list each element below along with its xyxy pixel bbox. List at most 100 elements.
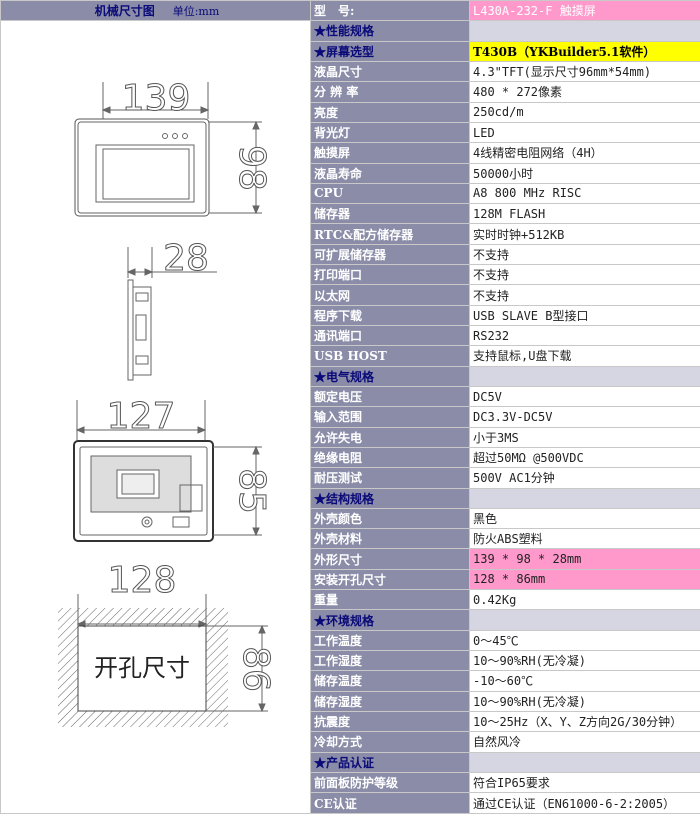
section-value	[469, 365, 700, 387]
spec-row: 冷却方式自然风冷	[1, 731, 700, 753]
mechanical-drawing: 139 98 28 127 85 128 86 开孔尺寸	[58, 78, 277, 727]
spec-value: A8 800 MHz RISC	[469, 182, 700, 205]
spec-label: 工作湿度	[310, 649, 470, 672]
section-row: ★环境规格	[1, 609, 700, 631]
spec-value: 超过50MΩ @500VDC	[469, 446, 700, 469]
spec-value: 128M FLASH	[469, 203, 700, 225]
drawing-title: 机械尺寸图	[94, 4, 155, 19]
spec-value: -10～60℃	[469, 670, 700, 692]
spec-value: 50000小时	[469, 162, 700, 184]
spec-label: 工作温度	[310, 629, 470, 652]
spec-row: 前面板防护等级符合IP65要求	[1, 771, 700, 794]
spec-label: 亮度	[310, 101, 470, 123]
front-view	[74, 82, 262, 217]
spec-value: LED	[469, 121, 700, 144]
cutout-width-dim: 128	[108, 560, 177, 601]
spec-label: 分 辨 率	[310, 81, 470, 103]
spec-value: 不支持	[469, 264, 700, 286]
spec-value: 139 * 98 * 28mm	[469, 548, 700, 570]
spec-label: 程序下载	[310, 304, 470, 327]
spec-row: 外壳颜色黑色	[1, 507, 700, 530]
back-height-dim: 85	[231, 468, 272, 514]
spec-value: 250cd/m	[469, 101, 700, 123]
spec-label: 触摸屏	[310, 142, 470, 164]
spec-label: 冷却方式	[310, 731, 470, 753]
spec-value: 10～25Hz（X、Y、Z方向2G/30分钟）	[469, 710, 700, 733]
section-label: ★屏幕选型	[310, 40, 470, 62]
spec-label: 储存温度	[310, 670, 470, 692]
spec-value: 0～45℃	[469, 629, 700, 652]
section-label: ★结构规格	[310, 487, 470, 509]
spec-value: RS232	[469, 324, 700, 347]
spec-value: USB SLAVE B型接口	[469, 304, 700, 327]
spec-label: 液晶寿命	[310, 162, 470, 184]
spec-value: 10～90%RH(无冷凝)	[469, 649, 700, 672]
section-value	[469, 487, 700, 509]
front-width-dim: 139	[122, 78, 191, 119]
section-label: ★产品认证	[310, 751, 470, 773]
spec-row: 绝缘电阻超过50MΩ @500VDC	[1, 446, 700, 469]
spec-value: 不支持	[469, 284, 700, 306]
back-width-dim: 127	[107, 396, 176, 437]
spec-label: 输入范围	[310, 406, 470, 428]
spec-label: CPU	[310, 182, 470, 205]
model-label: 型 号:	[310, 0, 470, 22]
spec-label: 储存器	[310, 203, 470, 225]
drawing-title-cell: 机械尺寸图 单位:mm	[0, 0, 311, 22]
cutout-label: 开孔尺寸	[94, 654, 190, 682]
spec-value: DC5V	[469, 385, 700, 408]
back-view	[73, 400, 262, 542]
spec-label: 耐压测试	[310, 467, 470, 489]
spec-label: 背光灯	[310, 121, 470, 144]
spec-label: 以太网	[310, 284, 470, 306]
spec-label: CE认证	[310, 792, 470, 814]
section-value: T430B（YKBuilder5.1软件）	[469, 40, 700, 62]
spec-row: 外壳材料防火ABS塑料	[1, 528, 700, 550]
spec-label: 通讯端口	[310, 324, 470, 347]
spec-label: 重量	[310, 589, 470, 611]
section-value	[469, 609, 700, 631]
side-view	[126, 247, 217, 381]
spec-label: 打印端口	[310, 264, 470, 286]
drawing-cell	[0, 20, 311, 814]
spec-label: USB HOST	[310, 345, 470, 367]
section-row: ★电气规格	[1, 365, 700, 387]
spec-value: 符合IP65要求	[469, 771, 700, 794]
front-height-dim: 98	[231, 145, 272, 191]
spec-row: CE认证通过CE认证（EN61000-6-2:2005）	[1, 792, 700, 814]
spec-value: 480 * 272像素	[469, 81, 700, 103]
spec-value: 128 * 86mm	[469, 568, 700, 591]
cutout-height-dim: 86	[235, 646, 276, 692]
header-row: 机械尺寸图 单位:mm 型 号: L430A-232-F 触摸屏	[0, 0, 700, 22]
spec-value: 实时时钟+512KB	[469, 223, 700, 245]
spec-label: 可扩展储存器	[310, 243, 470, 266]
spec-label: 额定电压	[310, 385, 470, 408]
spec-label: RTC&配方储存器	[310, 223, 470, 245]
section-row: ★结构规格	[1, 487, 700, 509]
section-label: ★环境规格	[310, 609, 470, 631]
section-row: ★性能规格	[0, 20, 700, 814]
unit-label: 单位:mm	[172, 5, 220, 19]
model-value: L430A-232-F 触摸屏	[469, 0, 700, 22]
spec-value: 支持鼠标,U盘下载	[469, 345, 700, 367]
spec-label: 液晶尺寸	[310, 60, 470, 83]
spec-value: 小于3MS	[469, 426, 700, 448]
spec-value: 不支持	[469, 243, 700, 266]
section-label: ★性能规格	[310, 20, 470, 42]
spec-row: RTC&配方储存器实时时钟+512KB	[1, 223, 700, 245]
spec-value: 500V AC1分钟	[469, 467, 700, 489]
